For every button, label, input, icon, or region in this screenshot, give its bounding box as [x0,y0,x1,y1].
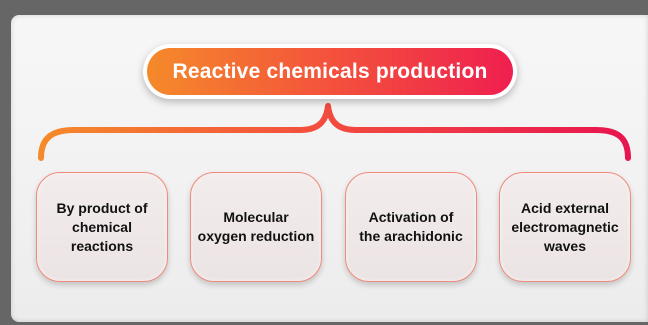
node-box-3: Activation of the arachidonic [345,172,477,282]
node-box-4: Acid external electromagnetic waves [499,172,631,282]
node-box-3-label: Activation of the arachidonic [359,209,463,244]
node-box-1-label: By product of chemical reactions [56,199,148,254]
node-box-1: By product of chemical reactions [36,172,168,282]
node-box-2-label: Molecular oxygen reduction [197,209,315,244]
node-box-2: Molecular oxygen reduction [190,172,322,282]
diagram-title: Reactive chemicals production [147,48,513,95]
title-pill: Reactive chemicals production [143,44,517,99]
node-box-4-label: Acid external electromagnetic waves [511,199,619,254]
